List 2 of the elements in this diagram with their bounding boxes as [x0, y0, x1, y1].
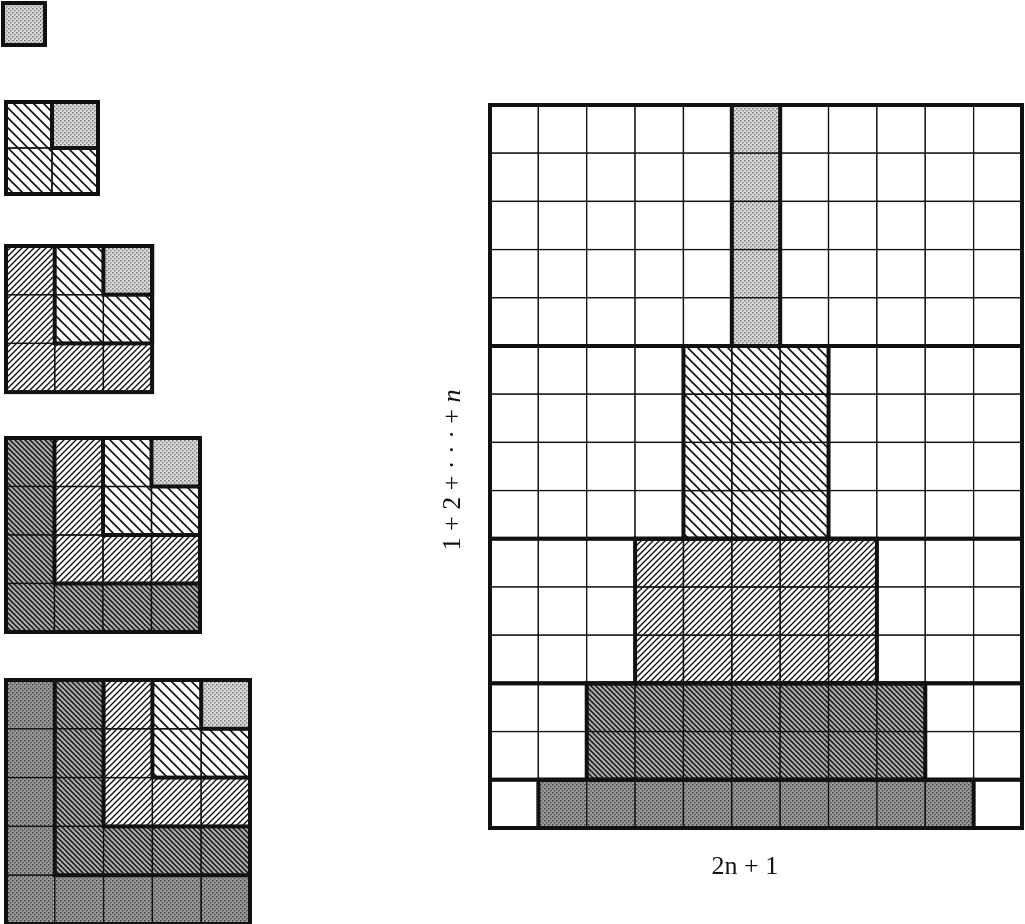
width-label: 2n + 1	[711, 851, 779, 881]
height-label: 1 + 2 + · · · + n	[437, 389, 467, 551]
